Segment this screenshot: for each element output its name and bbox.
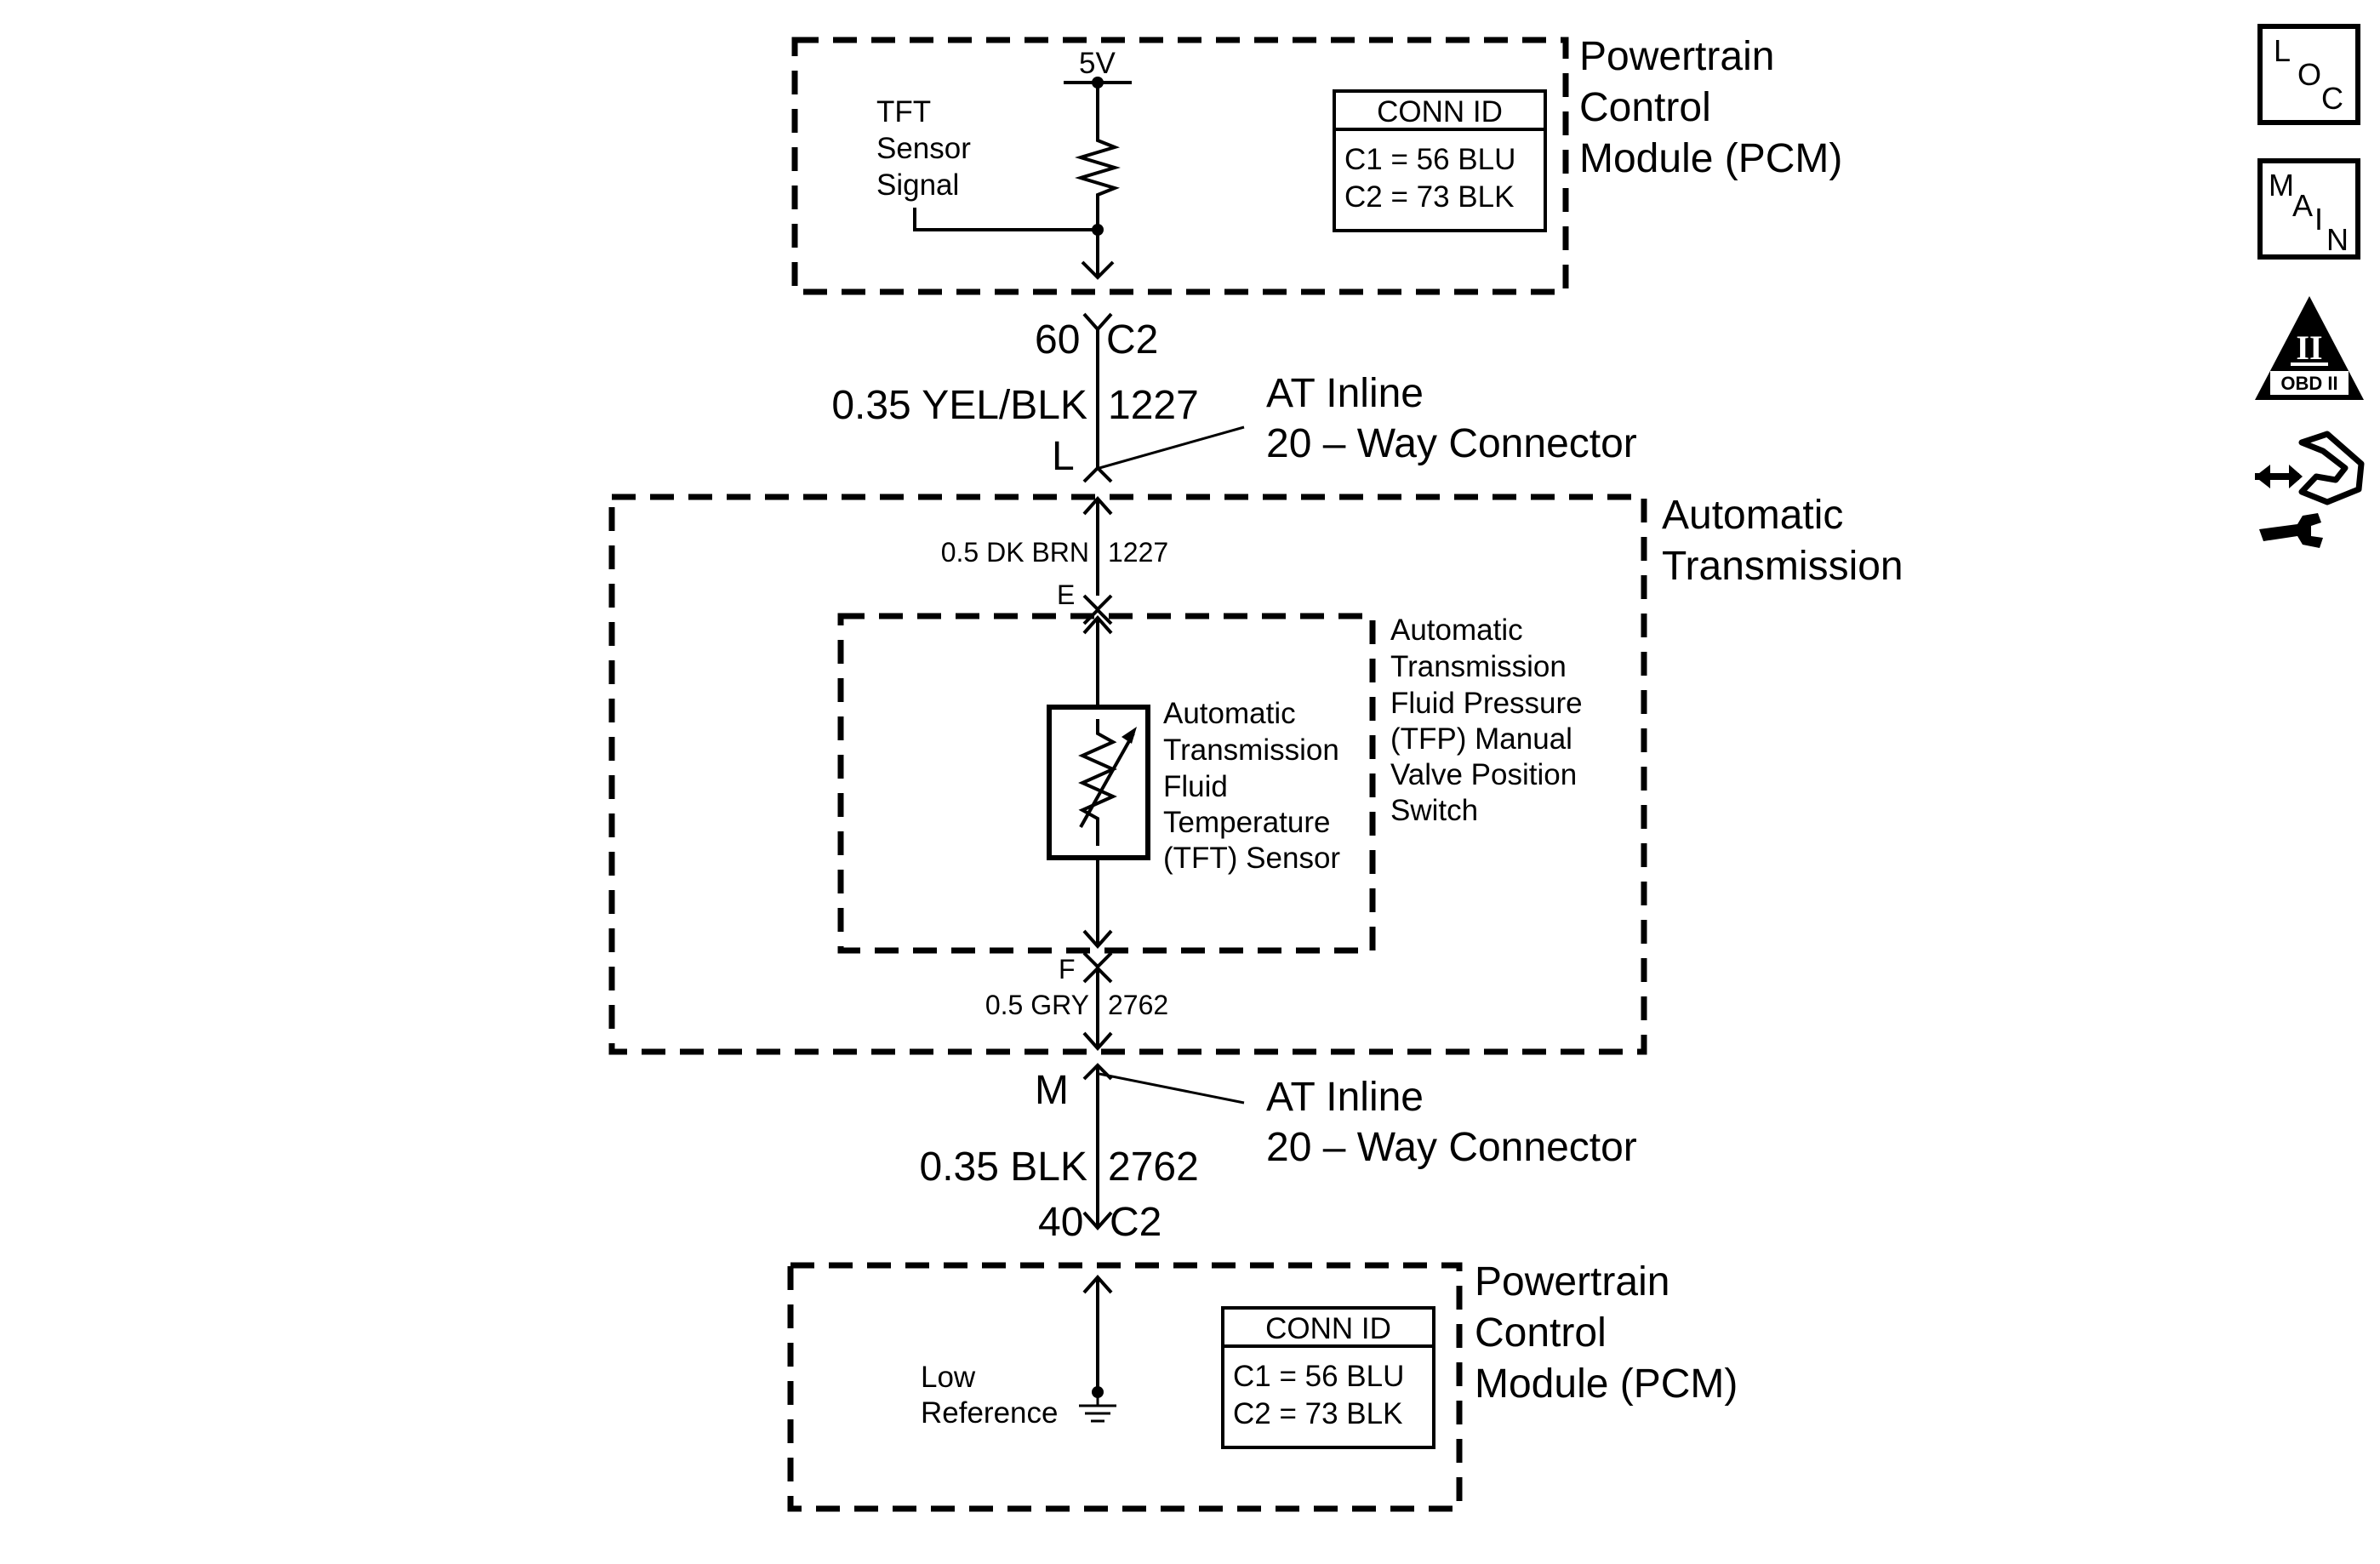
thermistor-symbol (1078, 719, 1117, 846)
tft-label-line2: Transmission (1163, 733, 1339, 767)
conn-id-c2-bottom: C2 = 73 BLK (1233, 1397, 1402, 1430)
tft-label-line5: (TFT) Sensor (1163, 842, 1340, 875)
pcm-bottom-label-line2: Control (1475, 1310, 1607, 1356)
inline-upper-leader (1099, 425, 1245, 470)
wire-lower-spec: 0.35 BLK (920, 1144, 1087, 1190)
tft-signal-line1: TFT (876, 95, 931, 128)
diagnostic-tool-icon[interactable] (2255, 431, 2365, 548)
main-icon[interactable]: M A I N (2257, 158, 2360, 260)
low-reference-line2: Reference (921, 1396, 1058, 1430)
inline-upper-line1: AT Inline (1266, 371, 1424, 416)
svg-text:II: II (2296, 328, 2322, 367)
pin-f-symbol-top (1082, 951, 1113, 969)
tfp-label-line5: Valve Position (1390, 758, 1577, 791)
low-reference-line1: Low (921, 1361, 976, 1394)
conn-id-title-top: CONN ID (1377, 95, 1503, 128)
tft-label-line1: Automatic (1163, 697, 1296, 730)
tfp-switch-boundary (837, 613, 1376, 954)
tft-signal-line3: Signal (876, 168, 959, 202)
svg-text:I: I (2314, 202, 2323, 237)
tft-label-line4: Temperature (1163, 806, 1330, 839)
wire-upper-spec: 0.35 YEL/BLK (831, 383, 1087, 428)
pcm-top-boundary (791, 37, 1569, 295)
loc-icon[interactable]: L O C (2257, 24, 2360, 125)
conn-id-c2-top: C2 = 73 BLK (1344, 180, 1514, 214)
connector-c2-lower-label: C2 (1110, 1200, 1161, 1245)
pin-60-label: 60 (1035, 317, 1080, 362)
connector-c2-pin40-symbol (1082, 1211, 1113, 1231)
conn-id-title-bottom: CONN ID (1265, 1312, 1391, 1345)
pcm-top-label-line3: Module (PCM) (1579, 136, 1842, 181)
inline-upper-line2: 20 – Way Connector (1266, 421, 1637, 466)
wire-lower-circuit: 2762 (1108, 1144, 1199, 1190)
transmission-label-line2: Transmission (1662, 544, 1903, 589)
svg-text:N: N (2326, 222, 2349, 257)
pcm-top-arrow (1081, 260, 1115, 280)
conn-id-c1-bottom: C1 = 56 BLU (1233, 1360, 1404, 1393)
thermistor-variable-arrow (1079, 733, 1135, 828)
svg-text:A: A (2292, 188, 2313, 223)
tfp-label-line3: Fluid Pressure (1390, 687, 1583, 720)
inline-pin-l-label: L (1052, 434, 1075, 479)
wire-upper-circuit: 1227 (1108, 383, 1199, 428)
inline-lower-leader (1099, 1072, 1245, 1105)
connector-c2-upper-label: C2 (1106, 317, 1158, 362)
svg-text:O: O (2297, 57, 2321, 92)
transmission-entry-arrow (1082, 495, 1113, 516)
inline-lower-line2: 20 – Way Connector (1266, 1125, 1637, 1170)
wire-dk-brn-spec: 0.5 DK BRN (941, 537, 1089, 568)
inline-lower-line1: AT Inline (1266, 1075, 1424, 1120)
pin-e-symbol-bottom (1082, 608, 1113, 625)
obd-ii-icon[interactable]: II OBD II (2255, 296, 2364, 400)
wire-gry-circuit: 2762 (1108, 990, 1168, 1020)
wire-dk-brn-circuit: 1227 (1108, 537, 1168, 568)
tfp-label-line1: Automatic (1390, 614, 1523, 647)
transmission-boundary (608, 494, 1647, 1055)
pcm-bottom-label-line3: Module (PCM) (1475, 1361, 1738, 1407)
transmission-exit-arrow (1082, 1031, 1113, 1052)
pin-e-symbol-top (1082, 594, 1113, 612)
conn-id-c1-top: C1 = 56 BLU (1344, 143, 1515, 176)
pullup-resistor (1075, 83, 1121, 277)
pin-e-label: E (1057, 579, 1075, 610)
ground-icon (1079, 1392, 1116, 1423)
pcm-bottom-boundary (787, 1262, 1463, 1512)
pin-f-label: F (1059, 954, 1076, 985)
sensor-top-arrow (1082, 614, 1113, 635)
tfp-label-line4: (TFP) Manual (1390, 722, 1572, 756)
pcm-top-label-line1: Powertrain (1579, 34, 1774, 79)
tfp-label-line2: Transmission (1390, 650, 1567, 683)
conn-id-box-bottom: CONN ID C1 = 56 BLU C2 = 73 BLK (1221, 1306, 1435, 1449)
signal-tap (913, 208, 1098, 231)
svg-text:OBD II: OBD II (2280, 373, 2337, 394)
thermistor-arrowhead (1122, 727, 1137, 744)
tfp-label-line6: Switch (1390, 794, 1478, 827)
pcm-bottom-label-line1: Powertrain (1475, 1259, 1669, 1304)
supply-voltage-label: 5V (1079, 47, 1116, 80)
svg-text:C: C (2321, 81, 2343, 116)
inline-pin-l-symbol (1082, 465, 1113, 483)
transmission-label-line1: Automatic (1662, 493, 1843, 538)
sensor-bottom-arrow (1082, 929, 1113, 950)
svg-text:M: M (2269, 168, 2294, 203)
tft-label-line3: Fluid (1163, 770, 1228, 803)
inline-pin-m-label: M (1035, 1068, 1069, 1113)
pcm-bottom-arrow (1082, 1274, 1113, 1294)
tft-signal-line2: Sensor (876, 132, 971, 165)
wire-gry-spec: 0.5 GRY (985, 990, 1089, 1020)
svg-text:L: L (2274, 33, 2291, 68)
conn-id-box-top: CONN ID C1 = 56 BLU C2 = 73 BLK (1333, 89, 1547, 232)
pin-40-label: 40 (1038, 1200, 1083, 1245)
pcm-top-label-line2: Control (1579, 85, 1711, 130)
